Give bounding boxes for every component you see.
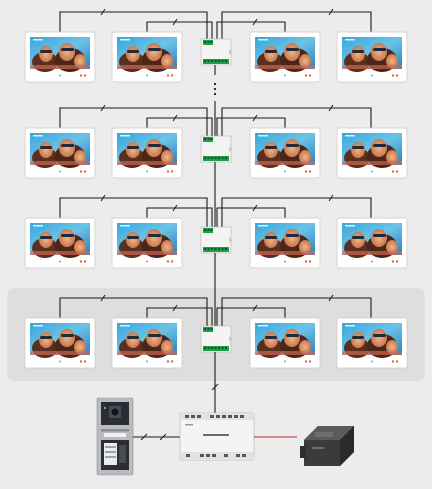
- monitor: [111, 317, 183, 369]
- monitor: [249, 127, 321, 179]
- monitor: [111, 127, 183, 179]
- distributor: [200, 325, 232, 353]
- door-station-icon: [96, 397, 134, 476]
- monitor: [24, 31, 96, 83]
- row-4: [24, 253, 408, 369]
- monitor: [111, 31, 183, 83]
- monitor: [249, 31, 321, 83]
- monitor: [336, 217, 408, 269]
- monitor: [24, 217, 96, 269]
- monitor: [336, 317, 408, 369]
- row-2: [24, 65, 408, 179]
- distributor: [200, 135, 232, 163]
- monitor: [24, 127, 96, 179]
- row-3: [24, 162, 408, 269]
- din-rail-power-supply-icon: [300, 426, 354, 466]
- monitor: [336, 31, 408, 83]
- controller-icon: [179, 412, 255, 461]
- monitor: [111, 217, 183, 269]
- distributor: [200, 38, 232, 66]
- monitor: [336, 127, 408, 179]
- monitor: [24, 317, 96, 369]
- ellipsis-vertical-icon: [213, 82, 217, 96]
- monitor: [249, 217, 321, 269]
- monitor: [249, 317, 321, 369]
- distributor: [200, 226, 232, 254]
- row-1: [24, 8, 408, 96]
